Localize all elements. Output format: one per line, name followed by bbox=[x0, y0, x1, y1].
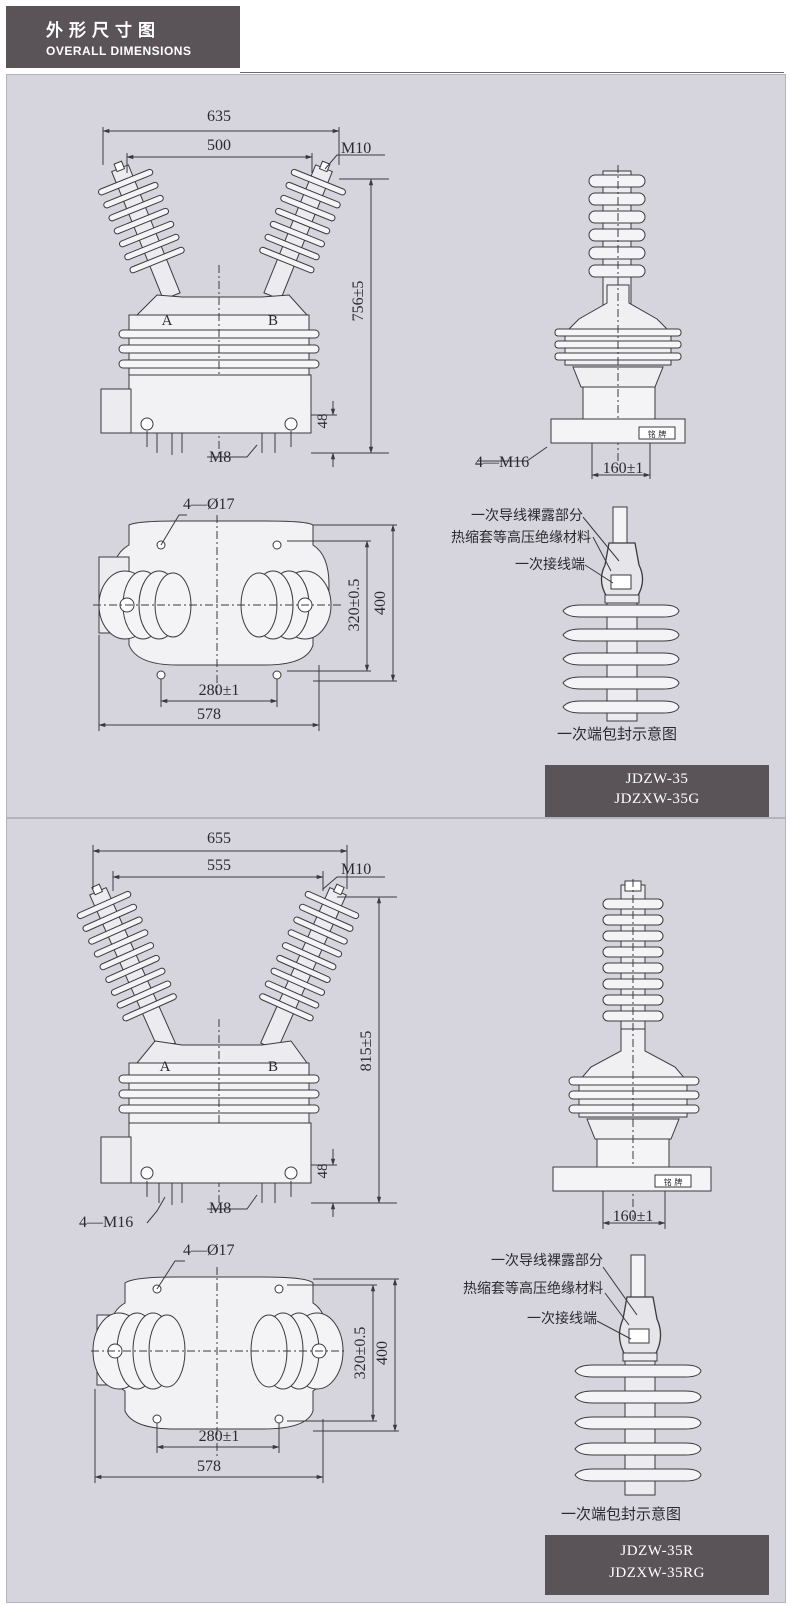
label-thread-top: M10 bbox=[341, 861, 371, 878]
model-name: JDZXW-35G bbox=[614, 791, 700, 807]
label-ground-thread: M8 bbox=[209, 449, 231, 466]
dim-mount-spacing: 160±1 bbox=[603, 460, 644, 477]
dim-spacing-y: 320±0.5 bbox=[352, 1327, 369, 1380]
label-thread-top: M10 bbox=[341, 140, 371, 157]
plan-view-drawing bbox=[93, 514, 397, 731]
seal-label-insulation: 热缩套等高压绝缘材料 bbox=[463, 1280, 603, 1297]
model-box: JDZW-35 JDZXW-35G bbox=[545, 765, 769, 817]
section-title-cn: 外形尺寸图 bbox=[46, 21, 161, 41]
dim-width-outer: 655 bbox=[207, 830, 231, 847]
side-view-drawing bbox=[477, 165, 686, 479]
seal-label-conductor: 一次导线裸露部分 bbox=[491, 1253, 603, 1269]
terminal-a-label: A bbox=[160, 1059, 171, 1075]
panel-jdzw-35r: 655 555 M10 815±5 A B 48 M8 4—M16 bbox=[6, 818, 786, 1603]
terminal-a-label: A bbox=[162, 313, 173, 329]
dim-mount-spacing: 160±1 bbox=[613, 1208, 654, 1225]
dim-plan-width: 578 bbox=[197, 706, 221, 723]
dim-plan-width: 578 bbox=[197, 1458, 221, 1475]
panel-jdzw-35: 635 500 M10 756±5 A B 48 M8 铭 牌 bbox=[6, 74, 786, 818]
model-name: JDZW-35 bbox=[625, 771, 689, 787]
seal-label-insulation: 热缩套等高压绝缘材料 bbox=[451, 529, 591, 546]
dim-height: 815±5 bbox=[358, 1031, 375, 1072]
seal-label-terminal: 一次接线端 bbox=[527, 1310, 597, 1327]
dim-width-inner: 555 bbox=[207, 857, 231, 874]
model-name: JDZXW-35RG bbox=[609, 1565, 705, 1581]
plan-view-drawing bbox=[91, 1260, 399, 1483]
dim-height: 756±5 bbox=[350, 281, 367, 322]
label-holes: 4—Ø17 bbox=[183, 496, 235, 513]
side-view-drawing bbox=[552, 879, 712, 1229]
model-name: JDZW-35R bbox=[620, 1543, 694, 1559]
label-holes: 4—Ø17 bbox=[183, 1242, 235, 1259]
dim-base-height: 48 bbox=[315, 1164, 331, 1179]
seal-label-terminal: 一次接线端 bbox=[515, 556, 585, 573]
dim-width-outer: 635 bbox=[207, 108, 231, 125]
label-ground-thread: M8 bbox=[209, 1200, 231, 1217]
dim-spacing-x: 280±1 bbox=[199, 682, 240, 699]
sealing-detail-drawing bbox=[574, 1254, 702, 1496]
seal-caption: 一次端包封示意图 bbox=[557, 725, 677, 743]
dim-spacing-x: 280±1 bbox=[199, 1428, 240, 1445]
nameplate-label: 铭 牌 bbox=[664, 1177, 683, 1187]
seal-label-conductor: 一次导线裸露部分 bbox=[471, 508, 583, 524]
sealing-detail-drawing bbox=[562, 506, 680, 722]
dim-plan-depth: 400 bbox=[372, 591, 389, 615]
dim-width-inner: 500 bbox=[207, 137, 231, 154]
dim-spacing-y: 320±0.5 bbox=[346, 579, 363, 632]
terminal-b-label: B bbox=[268, 313, 278, 329]
dim-base-height: 48 bbox=[315, 414, 331, 429]
section-header: 外形尺寸图 OVERALL DIMENSIONS bbox=[6, 6, 240, 68]
nameplate-label: 铭 牌 bbox=[648, 429, 667, 439]
section-title-en: OVERALL DIMENSIONS bbox=[46, 44, 192, 58]
front-view-drawing bbox=[76, 845, 397, 1224]
terminal-b-label: B bbox=[268, 1059, 278, 1075]
label-mount-holes: 4—M16 bbox=[79, 1214, 133, 1231]
dim-plan-depth: 400 bbox=[374, 1341, 391, 1365]
header-divider bbox=[240, 72, 784, 73]
front-view-drawing bbox=[98, 127, 389, 467]
seal-caption: 一次端包封示意图 bbox=[561, 1505, 681, 1523]
model-box: JDZW-35R JDZXW-35RG bbox=[545, 1535, 769, 1595]
label-mount-holes: 4—M16 bbox=[475, 454, 529, 471]
